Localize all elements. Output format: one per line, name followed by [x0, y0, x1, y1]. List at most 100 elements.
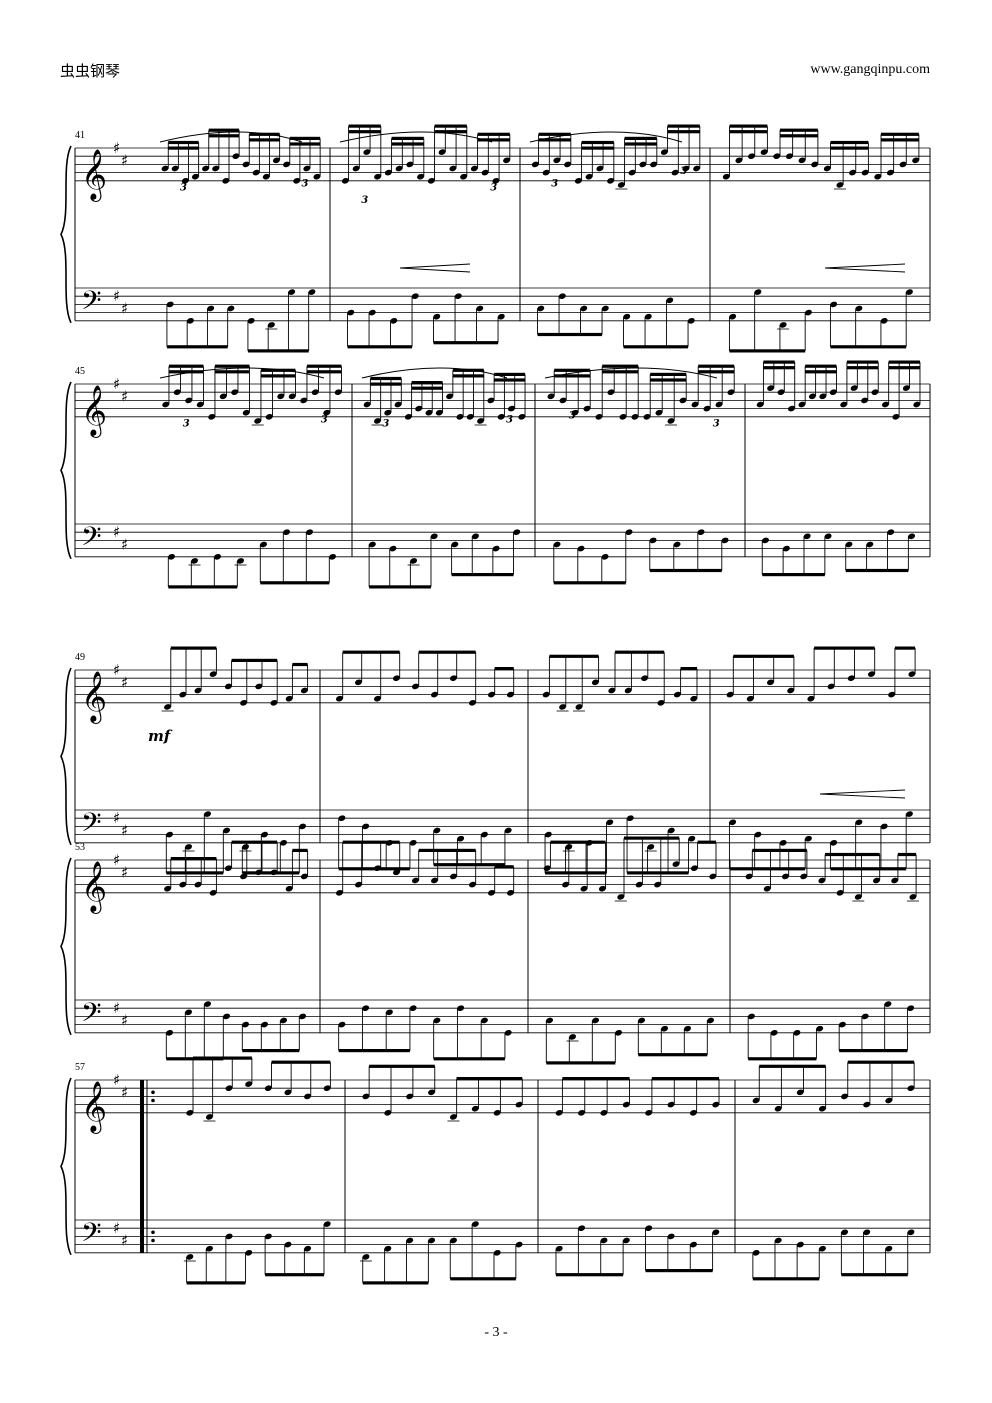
- note-head: [774, 1105, 782, 1112]
- note-head: [617, 182, 625, 188]
- note-head: [298, 1013, 307, 1020]
- note-head: [404, 413, 412, 420]
- note-head: [171, 165, 179, 172]
- treble-clef: 𝄞: [81, 1081, 107, 1134]
- bass-clef: 𝄢: [81, 1217, 102, 1255]
- note-head: [270, 699, 278, 706]
- note-head: [715, 401, 723, 408]
- note-beam: [208, 134, 240, 138]
- note-beam: [805, 364, 837, 368]
- note-head: [861, 1013, 869, 1020]
- note-beam: [411, 386, 443, 390]
- note-beam: [247, 349, 309, 353]
- note-head: [543, 865, 551, 872]
- note-beam: [166, 871, 224, 875]
- note-head: [885, 1097, 893, 1104]
- note-head: [830, 839, 838, 846]
- triplet-number: 3: [569, 410, 576, 421]
- bass-clef: 𝄢: [81, 521, 102, 559]
- note-beam: [477, 138, 510, 142]
- note-beam: [494, 667, 514, 671]
- note-beam: [888, 360, 920, 364]
- note-head: [508, 405, 516, 412]
- note-beam: [624, 142, 657, 146]
- brace: [60, 381, 72, 560]
- note-beam: [881, 132, 919, 136]
- note-head: [194, 687, 202, 694]
- note-beam: [537, 332, 603, 337]
- note-head: [693, 165, 701, 172]
- note-head: [240, 699, 248, 706]
- note-beam: [545, 871, 607, 875]
- note-head: [487, 397, 495, 404]
- note-beam: [369, 1064, 435, 1068]
- note-head: [338, 1021, 346, 1028]
- note-head: [787, 687, 795, 694]
- note-head: [624, 687, 632, 694]
- slur: [339, 131, 493, 143]
- note-beam: [667, 130, 700, 134]
- note-beam: [830, 345, 907, 349]
- note-head: [506, 691, 515, 698]
- note-head: [449, 165, 457, 172]
- note-head: [829, 389, 837, 396]
- note-head: [433, 827, 441, 834]
- note-beam: [763, 360, 795, 364]
- note-head: [709, 873, 717, 880]
- note-head: [240, 873, 248, 880]
- note-head: [477, 418, 485, 424]
- note-head: [818, 1245, 826, 1252]
- note-head: [666, 297, 674, 304]
- note-head: [908, 671, 916, 677]
- repeat-thick-bar: [140, 1080, 144, 1253]
- note-beam: [193, 1056, 252, 1060]
- note-head: [660, 149, 668, 155]
- note-head: [908, 533, 916, 540]
- note-beam: [897, 852, 917, 857]
- note-head: [601, 553, 609, 560]
- note-head: [537, 305, 545, 312]
- note-beam: [418, 848, 476, 852]
- note-head: [354, 881, 363, 888]
- note-head: [773, 153, 781, 160]
- note-head: [804, 309, 812, 316]
- dynamic-mark: mf: [148, 727, 173, 745]
- note-beam: [667, 124, 700, 128]
- note-head: [872, 877, 881, 884]
- note-head: [575, 704, 583, 710]
- slur: [159, 131, 303, 143]
- note-head: [435, 409, 443, 416]
- note-head: [323, 1085, 331, 1092]
- note-beam: [680, 667, 697, 671]
- note-beam: [894, 646, 916, 650]
- note-beam: [697, 840, 716, 844]
- note-head: [264, 1233, 272, 1240]
- note-head: [729, 819, 737, 826]
- note-beam: [166, 345, 228, 349]
- note-head: [468, 881, 477, 888]
- note-beam: [624, 136, 657, 140]
- note-head: [335, 889, 344, 896]
- note-head: [288, 289, 296, 295]
- note-head: [425, 409, 433, 416]
- note-head: [531, 161, 539, 168]
- note-head: [515, 1241, 523, 1248]
- note-beam: [434, 124, 467, 128]
- treble-clef: 𝄞: [81, 385, 107, 438]
- treble-key-sharp: ♯: [113, 375, 120, 393]
- note-beam: [342, 650, 400, 654]
- note-head: [752, 1097, 760, 1104]
- note-head: [203, 1001, 212, 1007]
- note-head: [631, 413, 639, 420]
- note-head: [224, 683, 232, 690]
- note-head: [313, 173, 321, 180]
- note-head: [553, 157, 561, 164]
- system-5: 57𝄞𝄢♯♯♯♯: [60, 1056, 931, 1285]
- triplet-number: 3: [551, 178, 558, 189]
- triplet-number: 3: [713, 419, 720, 430]
- note-head: [205, 1245, 213, 1252]
- note-head: [207, 305, 215, 312]
- note-head: [884, 1001, 892, 1007]
- note-beam: [348, 130, 381, 134]
